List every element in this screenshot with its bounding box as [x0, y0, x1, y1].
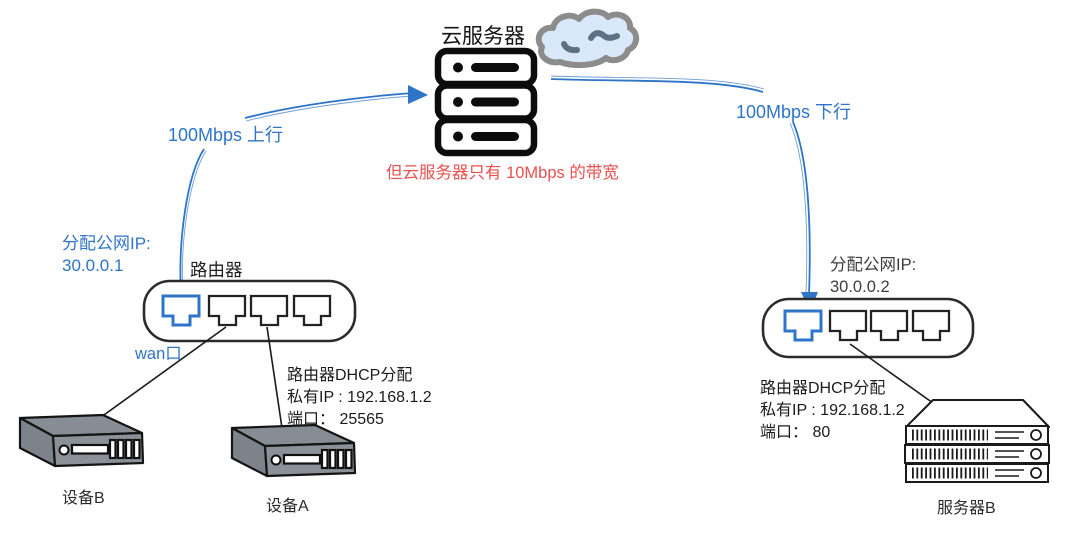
left-router-label: 路由器: [190, 260, 243, 280]
device-b-label: 设备B: [62, 490, 105, 507]
bandwidth-note: 但云服务器只有 10Mbps 的带宽: [386, 164, 619, 182]
uplink-arrowhead: [408, 85, 428, 104]
right-public-ip-caption: 分配公网IP:: [830, 256, 917, 274]
right-dhcp-info: 路由器DHCP分配 私有IP : 192.168.1.2 端口： 80: [760, 378, 905, 444]
server-bar: [471, 132, 519, 141]
server-b-label: 服务器B: [937, 500, 996, 517]
left-dhcp-info: 路由器DHCP分配 私有IP : 192.168.1.2 端口： 25565: [287, 365, 432, 431]
downlink-label: 100Mbps 下行: [736, 102, 852, 122]
left-dhcp-title: 路由器DHCP分配: [287, 367, 413, 384]
cable-to-server-b: [849, 343, 934, 404]
right-public-ip-value: 30.0.0.2: [830, 278, 890, 296]
wan-port-label: wan口: [135, 345, 182, 363]
rack-units: [904, 425, 1050, 483]
left-router-icon: [142, 279, 357, 343]
server-b-icon: [904, 399, 1050, 483]
left-dhcp-private-ip: 私有IP : 192.168.1.2: [287, 389, 432, 406]
right-dhcp-port: 端口： 80: [760, 424, 831, 441]
left-public-ip-value: 30.0.0.1: [62, 256, 124, 275]
cloud-server-icon: [434, 8, 640, 157]
right-public-ip: 分配公网IP: 30.0.0.2: [830, 254, 916, 298]
device-a-icon: [230, 423, 357, 478]
right-dhcp-private-ip: 私有IP : 192.168.1.2: [760, 402, 905, 419]
server-bar: [471, 97, 519, 107]
cloud-server-label: 云服务器: [441, 25, 525, 48]
server-bar: [471, 63, 519, 72]
uplink-label: 100Mbps 上行: [168, 125, 284, 145]
uplink-arrow: [179, 85, 428, 294]
downlink-arrow: [550, 75, 818, 312]
cable-to-device-b: [96, 326, 227, 421]
cable-to-device-a: [266, 326, 283, 429]
server-led: [453, 131, 463, 142]
cloud-icon: [535, 8, 640, 69]
left-dhcp-port: 端口： 25565: [287, 411, 384, 428]
right-dhcp-title: 路由器DHCP分配: [760, 380, 886, 397]
right-router-icon: [761, 297, 975, 359]
server-led: [453, 97, 463, 107]
server-rack-icon: [434, 47, 538, 157]
server-led: [453, 62, 463, 73]
device-a-label: 设备A: [266, 498, 309, 515]
left-public-ip: 分配公网IP: 30.0.0.1: [62, 233, 151, 277]
device-icon: [18, 413, 145, 468]
left-public-ip-caption: 分配公网IP:: [62, 234, 151, 253]
rack-top: [905, 399, 1050, 428]
